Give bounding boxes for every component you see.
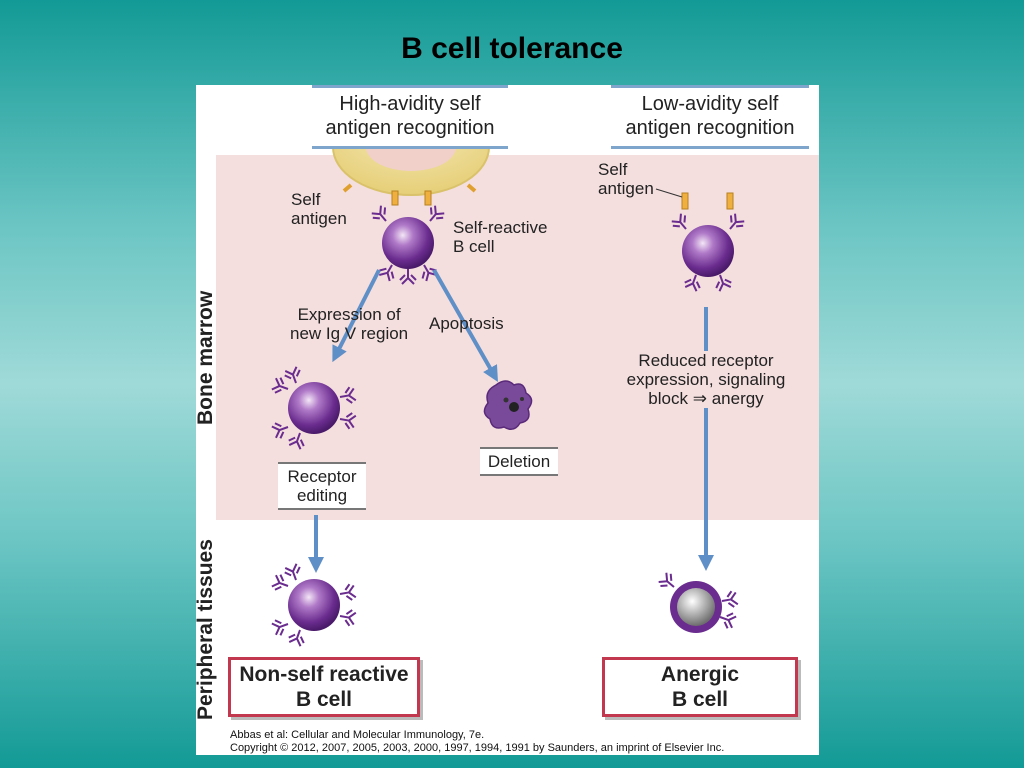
label-reduced: Reduced receptor expression, signaling b… [616,351,796,408]
box-deletion: Deletion [480,447,558,476]
low-avidity-b-cell [669,211,747,293]
box-receptor-editing-2: editing [296,486,348,505]
diagram-canvas [216,98,819,730]
self-reactive-b-cell [369,203,447,285]
outcome-anergic-1: Anergic [660,663,740,686]
outcome-non-self-1: Non-self reactive [239,663,409,686]
header-high-line1: High-avidity self [339,93,481,115]
box-receptor-editing: Receptor editing [278,462,366,510]
label-self-reactive: Self-reactive B cell [453,218,547,256]
self-antigen-mark [681,192,689,210]
label-apoptosis: Apoptosis [429,314,504,333]
label-self-reactive-1: Self-reactive [453,218,548,237]
label-self-antigen-left: Self antigen [291,190,347,228]
anergic-b-cell [656,570,740,633]
self-antigen-mark [726,192,734,210]
label-self-antigen-right-2: antigen [598,179,654,198]
label-self-antigen-left-2: antigen [291,209,347,228]
label-self-antigen-left-1: Self [291,190,321,209]
label-reduced-1: Reduced receptor [638,351,774,370]
apoptotic-cell [483,380,533,430]
header-low-avidity: Low-avidity self antigen recognition [611,85,809,149]
label-expression: Expression of new Ig V region [290,305,408,343]
zone-label-peripheral: Peripheral tissues [196,539,217,720]
label-expression-1: Expression of [297,305,401,324]
non-self-reactive-b-cell [270,562,358,648]
outcome-non-self-reactive: Non-self reactive B cell [228,657,420,717]
credit-line-1: Abbas et al: Cellular and Molecular Immu… [230,729,485,741]
header-high-avidity: High-avidity self antigen recognition [312,85,508,149]
header-high-line2: antigen recognition [325,117,495,139]
label-self-antigen-right-1: Self [598,160,628,179]
label-reduced-3: block ⇒ anergy [616,389,796,408]
self-antigen-mark [424,190,432,206]
outcome-anergic-2: B cell [671,688,729,711]
label-reduced-2: expression, signaling [626,370,786,389]
outcome-non-self-2: B cell [295,688,353,711]
outcome-anergic: Anergic B cell [602,657,798,717]
box-receptor-editing-1: Receptor [287,467,357,486]
self-antigen-mark [391,190,399,206]
arrow-apoptosis [432,269,498,382]
label-reduced-block: block [648,389,688,408]
label-expression-2: new Ig V region [290,324,409,343]
header-low-line2: antigen recognition [625,117,795,139]
diagram-figure: High-avidity self antigen recognition Lo… [196,85,819,755]
page-title: B cell tolerance [401,32,623,65]
label-reduced-anergy: anergy [711,389,764,408]
header-low-line1: Low-avidity self [641,93,779,115]
zone-label-bone-marrow: Bone marrow [196,290,217,425]
label-self-reactive-2: B cell [453,237,495,256]
edited-b-cell [270,365,358,451]
credit-line-2: Copyright © 2012, 2007, 2005, 2003, 2000… [230,742,725,754]
double-arrow-icon: ⇒ [692,389,707,408]
label-self-antigen-right: Self antigen [598,160,654,198]
arrow-editing [332,269,381,363]
